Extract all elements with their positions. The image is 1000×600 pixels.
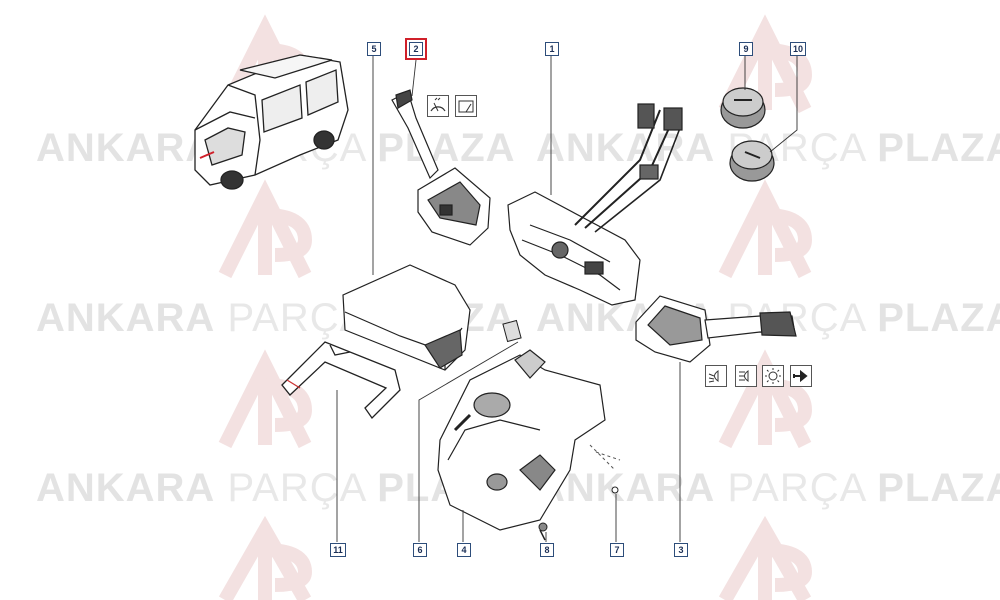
wiper-switch-drawing [391,89,491,246]
callout-8: 8 [540,543,554,557]
logo-watermarks [218,14,813,600]
callout-4: 4 [457,543,471,557]
rear-wiper-icon [455,95,477,117]
callout-1: 1 [545,42,559,56]
low-beam-icon [705,365,727,387]
lower-cover-drawing [437,349,606,531]
callout-9: 9 [739,42,753,56]
callout-11: 11 [330,543,346,557]
upper-cover-drawing [342,264,471,371]
assembly-dashes [589,444,621,471]
van-drawing [194,54,349,190]
indicator-arrow-icon [790,365,812,387]
callout-6: 6 [413,543,427,557]
screw-drawing [538,486,619,541]
light-switch-drawing [635,295,797,363]
front-wiper-icon [427,95,449,117]
bracket-drawing [281,341,401,420]
callout-5: 5 [367,42,381,56]
callout-3: 3 [674,543,688,557]
callout-7: 7 [610,543,624,557]
leader-lines [336,55,798,542]
combination-switch-drawing [507,103,683,306]
clip-drawing [502,319,522,343]
lights-on-icon [762,365,784,387]
ignition-cap-drawing [720,87,775,182]
high-beam-icon [735,365,757,387]
callout-2[interactable]: 2 [405,38,427,60]
callout-10: 10 [790,42,806,56]
